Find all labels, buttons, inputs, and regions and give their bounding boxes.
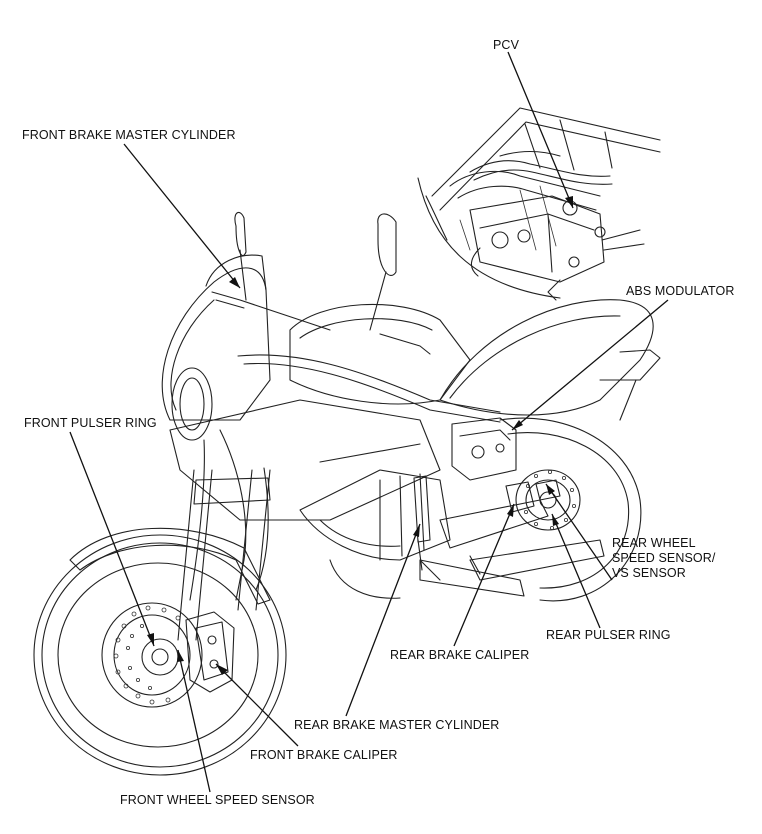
- label-front-pulser-ring: FRONT PULSER RING: [24, 416, 157, 430]
- label-front-wheel-speed-sensor: FRONT WHEEL SPEED SENSOR: [120, 793, 315, 807]
- label-rear-wheel-speed-sensor: REAR WHEEL SPEED SENSOR/ VS SENSOR: [612, 536, 715, 581]
- motorcycle-body: [161, 211, 661, 601]
- label-rear-pulser-ring: REAR PULSER RING: [546, 628, 671, 642]
- label-rear-wheel-speed-sensor-line2: SPEED SENSOR/: [612, 551, 716, 565]
- label-front-brake-master-cylinder: FRONT BRAKE MASTER CYLINDER: [22, 128, 236, 142]
- label-rear-brake-master-cylinder: REAR BRAKE MASTER CYLINDER: [294, 718, 500, 732]
- label-abs-modulator: ABS MODULATOR: [626, 284, 735, 298]
- label-pcv: PCV: [493, 38, 520, 52]
- label-rear-brake-caliper: REAR BRAKE CALIPER: [390, 648, 530, 662]
- label-rear-wheel-speed-sensor-line1: REAR WHEEL: [612, 536, 696, 550]
- label-front-brake-caliper: FRONT BRAKE CALIPER: [250, 748, 398, 762]
- front-wheel: [33, 527, 287, 776]
- label-rear-wheel-speed-sensor-line3: VS SENSOR: [612, 566, 686, 580]
- front-forks: [177, 469, 271, 641]
- rear-wheel: [439, 417, 642, 602]
- leader-lines: [69, 51, 669, 793]
- pcv-inset-detail: [417, 107, 661, 301]
